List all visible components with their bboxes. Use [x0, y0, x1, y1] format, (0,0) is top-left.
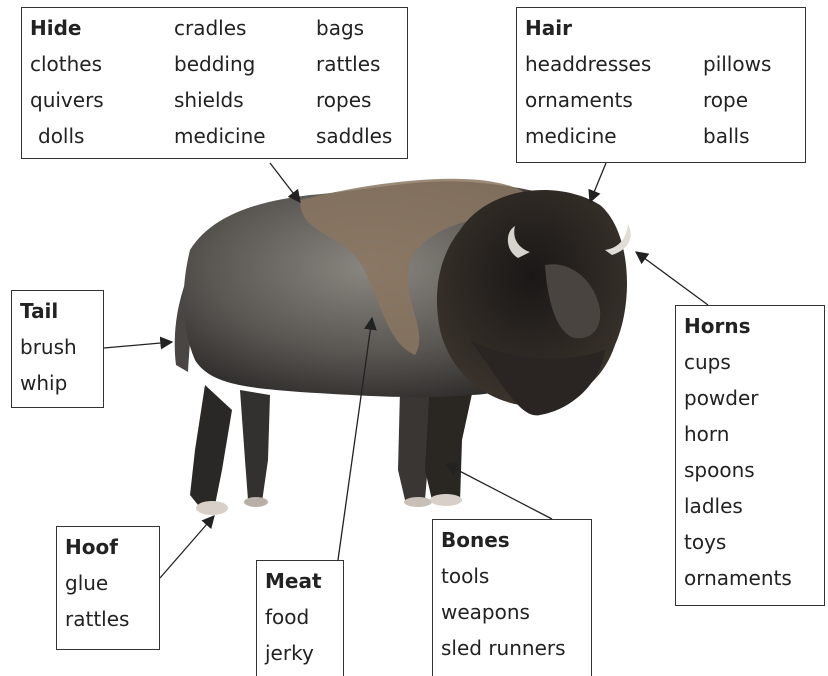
- horns-label-box: Horns cups powder horn spoons ladles toy…: [675, 305, 825, 606]
- horns-item: ornaments: [684, 560, 816, 596]
- hide-item: ropes: [316, 82, 399, 118]
- hair-item: ornaments: [525, 82, 703, 118]
- hoof-shape: [430, 494, 462, 506]
- hide-item: bedding: [174, 46, 316, 82]
- hair-item: medicine: [525, 118, 703, 154]
- horns-title: Horns: [684, 308, 816, 344]
- horns-item: ladles: [684, 488, 816, 524]
- hoof-shape: [196, 501, 228, 515]
- hoof-title: Hoof: [65, 529, 151, 565]
- hide-label-box: Hide clothes quivers dolls cradles beddi…: [21, 7, 408, 159]
- hide-item: rattles: [316, 46, 399, 82]
- horns-arrow: [636, 252, 708, 305]
- hide-arrow: [270, 163, 300, 202]
- hind-leg-front: [240, 390, 270, 502]
- bones-item: weapons: [441, 594, 583, 630]
- hair-title: Hair: [525, 10, 797, 46]
- tail-arrow: [104, 342, 172, 348]
- hide-item: quivers: [30, 82, 174, 118]
- hair-label-box: Hair headdresses ornaments medicine pill…: [516, 7, 806, 163]
- hoof-shape: [404, 497, 432, 507]
- bison-illustration: [175, 179, 631, 515]
- bones-item: tools: [441, 558, 583, 594]
- hoof-arrow: [160, 516, 214, 578]
- horns-item: toys: [684, 524, 816, 560]
- bones-label-box: Bones tools weapons sled runners: [432, 519, 592, 676]
- hair-item: balls: [703, 118, 797, 154]
- bones-arrow: [446, 464, 552, 519]
- hide-item: medicine: [174, 118, 316, 154]
- meat-item: jerky: [265, 635, 335, 671]
- tail-label-box: Tail brush whip: [11, 290, 104, 408]
- horns-item: spoons: [684, 452, 816, 488]
- tail-item: brush: [20, 329, 95, 365]
- horns-item: cups: [684, 344, 816, 380]
- hind-leg-back: [190, 385, 232, 505]
- hide-item: dolls: [30, 118, 174, 154]
- horns-item: horn: [684, 416, 816, 452]
- hair-item: pillows: [703, 46, 797, 82]
- front-leg-right: [425, 380, 475, 502]
- hoof-item: glue: [65, 565, 151, 601]
- meat-label-box: Meat food jerky: [256, 560, 344, 676]
- hair-item: headdresses: [525, 46, 703, 82]
- tail-item: whip: [20, 365, 95, 401]
- horns-item: powder: [684, 380, 816, 416]
- hide-title: Hide: [30, 10, 174, 46]
- hide-item: shields: [174, 82, 316, 118]
- hoof-shape: [244, 497, 268, 507]
- hoof-label-box: Hoof glue rattles: [56, 526, 160, 650]
- hoof-item: rattles: [65, 601, 151, 637]
- hide-item: saddles: [316, 118, 399, 154]
- hide-item: clothes: [30, 46, 174, 82]
- meat-title: Meat: [265, 563, 335, 599]
- bones-title: Bones: [441, 522, 583, 558]
- bones-item: sled runners: [441, 630, 583, 666]
- tail-title: Tail: [20, 293, 95, 329]
- hide-item: cradles: [174, 10, 316, 46]
- hide-item: bags: [316, 10, 399, 46]
- meat-item: food: [265, 599, 335, 635]
- hair-item: rope: [703, 82, 797, 118]
- hair-arrow: [590, 163, 606, 202]
